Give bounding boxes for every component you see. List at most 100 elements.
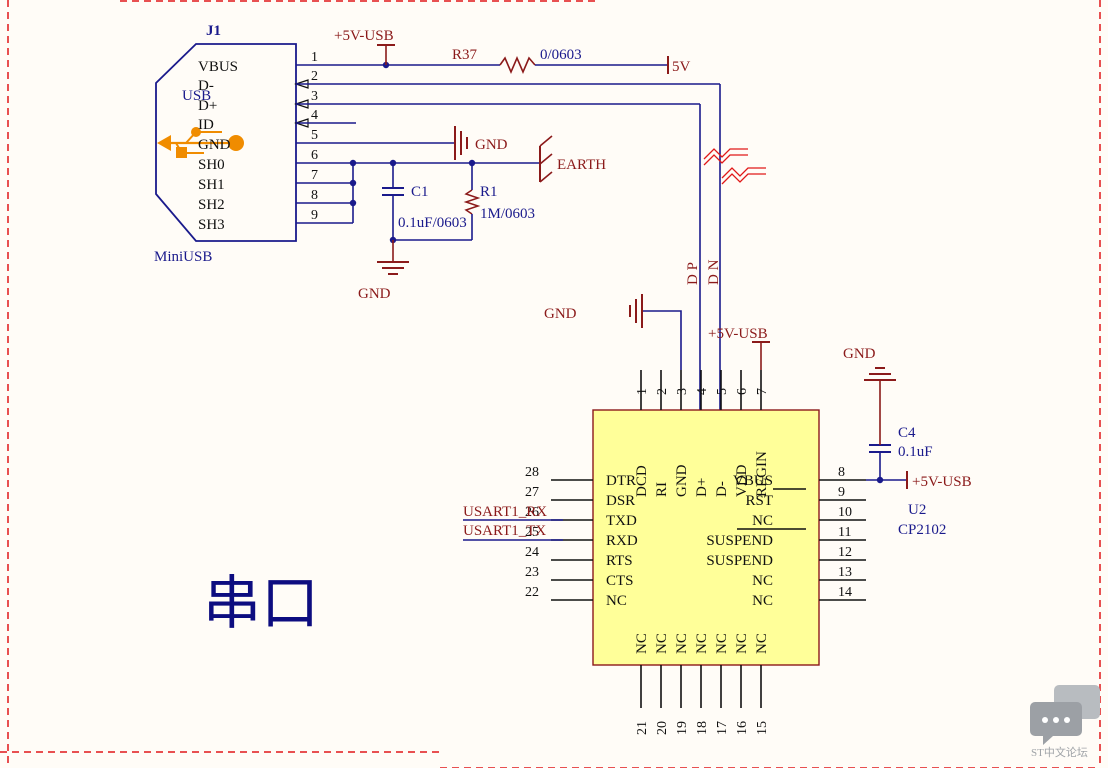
chip-pin-label-nc: NC [654,633,670,654]
diff-pair-marker-icon [703,148,748,166]
chip-pin-number-3: 3 [675,388,690,395]
chip-pin-number-10: 10 [838,505,852,520]
j1-pin-label-3: D+ [198,98,217,114]
chip-pin-label-nc: NC [752,513,773,529]
j1-pin-label-9: SH3 [198,217,225,233]
gnd-net-label-pin3: GND [544,306,577,322]
earth-tick-2 [539,153,553,165]
chip-pin-number-16: 16 [735,721,750,735]
j1-pin-number-5: 5 [311,128,318,143]
j1-pin-number-4: 4 [311,108,318,123]
chip-pin-number-5: 5 [715,388,730,395]
junction-shield [349,199,357,207]
chip-pin-label-rts: RTS [606,553,633,569]
u2-ref-label: U2 [908,502,926,518]
usb5v-net-label-top: +5V-USB [334,28,394,44]
chip-pin-label-vdd: VDD [734,464,750,497]
chip-pin-label-nc: NC [752,593,773,609]
j1-pin-number-1: 1 [311,50,318,65]
chip-pin-label-gnd: GND [674,464,690,497]
r1-value-label: 1M/0603 [480,206,535,222]
chip-pin-label-cts: CTS [606,573,634,589]
chip-pin-number-24: 24 [525,545,539,560]
chip-pin-number-26: 26 [525,505,539,520]
chip-pin-label-nc: NC [674,633,690,654]
chip-pin-number-9: 9 [838,485,845,500]
chip-pin-number-11: 11 [838,525,851,540]
wire-gnd-pin3 [643,310,682,370]
r37-resistor-symbol [499,55,536,75]
j1-ref-label: J1 [206,23,221,39]
section-title: 串口 [203,571,319,636]
j1-pin-label-7: SH1 [198,177,225,193]
chip-pin-number-22: 22 [525,585,539,600]
chip-pin-label-rst: RST [745,493,773,509]
j1-pin-number-7: 7 [311,168,318,183]
diff-pair-marker-icon [721,167,766,185]
chat-bubbles-icon [1030,685,1100,745]
usb-text-label: USB [182,88,211,104]
chip-pin-label-dminus: D- [714,481,730,497]
j1-pin-number-3: 3 [311,89,318,104]
chip-pin-number-23: 23 [525,565,539,580]
usb5v-net-label-chip: +5V-USB [708,326,768,342]
diff-pair-wave-upper [703,148,748,160]
j1-connector-outline [155,43,297,242]
chip-pin-label-vbus: VBUS [733,473,773,489]
chip-pin-number-1: 1 [635,388,650,395]
watermark-text: ST中文论坛 [1031,745,1088,759]
chip-pin-number-25: 25 [525,525,539,540]
chip-pin-label-nc: NC [714,633,730,654]
usb-symbol-arrow [157,135,171,151]
j1-pin-number-2: 2 [311,69,318,84]
chip-pin-number-18: 18 [695,721,710,735]
chip-pin-label-nc: NC [606,593,627,609]
chip-pin-label-dsr: DSR [606,493,635,509]
usb-symbol-small-circle [191,127,201,137]
earth-tick-1 [539,135,553,147]
chip-pin-number-7: 7 [755,388,770,395]
chip-pin-number-21: 21 [635,721,650,735]
earth-tick-3 [539,171,553,183]
c1-value-label: 0.1uF/0603 [398,215,467,231]
chip-pin-number-4: 4 [695,388,710,395]
chip-pin-label-txd: TXD [606,513,637,529]
chip-pin-label-dcd: DCD [634,465,650,497]
gnd-net-label-c4: GND [843,346,876,362]
j1-pin-number-8: 8 [311,188,318,203]
chat-bubble-dot [1053,717,1059,723]
earth-symbol-icon [539,135,553,183]
chip-pin-number-15: 15 [755,721,770,735]
earth-net-label: EARTH [557,157,606,173]
chat-bubble-dot [1042,717,1048,723]
chip-pin-number-6: 6 [735,388,750,395]
gnd-net-label-pin5: GND [475,137,508,153]
junction-shield [349,159,357,167]
diff-pair-wave-lower [721,173,766,185]
usart-rx-net-label: USART1_RX [463,504,547,520]
chip-pin-number-14: 14 [838,585,852,600]
chip-pin-label-rxd: RXD [606,533,638,549]
chip-pin-number-12: 12 [838,545,852,560]
junction-shield [349,179,357,187]
diff-pair-wave-lower [703,154,748,166]
chip-pin-label-dplus: D+ [694,478,710,497]
j1-pin-label-4: ID [198,117,214,133]
c1-ref-label: C1 [411,184,429,200]
usart-tx-net-label: USART1_TX [463,523,546,539]
chip-pin-number-8: 8 [838,465,845,480]
diff-pair-wave-upper [721,167,766,179]
chip-pin-label-nc: NC [752,573,773,589]
dp-net-label: D P [685,262,701,285]
chip-pin-label-regin: REGIN [754,451,770,497]
j1-pin-label-2: D- [198,78,214,94]
chip-pin-label-suspend: SUSPEND [706,553,773,569]
5v-net-label: 5V [672,59,691,75]
chip-pin-number-13: 13 [838,565,852,580]
chip-pin-number-19: 19 [675,721,690,735]
j1-pin-label-6: SH0 [198,157,225,173]
j1-part-name: MiniUSB [154,249,212,265]
chat-bubble-dot [1064,717,1070,723]
j1-pin-label-1: VBUS [198,59,238,75]
